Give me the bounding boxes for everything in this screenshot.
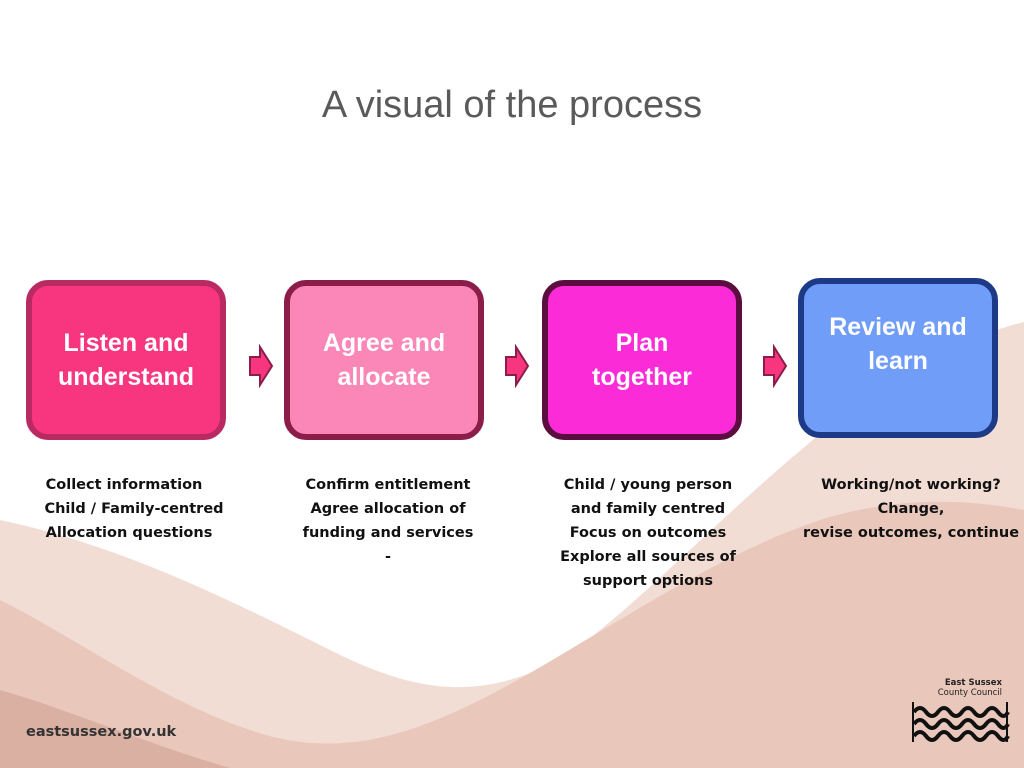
arrow-right-icon xyxy=(505,344,530,388)
step-label: Review and learn xyxy=(829,313,967,375)
detail-line: support options xyxy=(583,573,713,589)
detail-line: Child / young person xyxy=(563,477,733,493)
arrow-right-icon xyxy=(249,344,274,388)
step-agree-and-allocate: Agree and allocate xyxy=(284,280,484,440)
detail-line: Explore all sources of xyxy=(560,549,736,565)
step-label: Agree and allocate xyxy=(322,329,446,391)
logo-line-2: County Council xyxy=(937,688,1002,698)
step-details-agree: Confirm entitlement Agree allocation of … xyxy=(288,473,488,569)
detail-line: - xyxy=(384,549,392,565)
detail-line: Agree allocation of xyxy=(310,501,466,517)
step-listen-and-understand: Listen and understand xyxy=(26,280,226,440)
detail-line: Focus on outcomes xyxy=(569,525,727,541)
arrow-right-icon xyxy=(763,344,788,388)
step-label: Plan together xyxy=(592,329,692,391)
detail-line: Allocation questions xyxy=(45,525,213,541)
council-logo-text: East Sussex County Council xyxy=(912,678,1002,698)
detail-line: funding and services xyxy=(302,525,474,541)
detail-line: revise outcomes, continue xyxy=(802,525,1020,541)
footer-website: eastsussex.gov.uk xyxy=(26,724,177,740)
waves-logo-icon xyxy=(912,702,1010,742)
step-label: Listen and understand xyxy=(57,329,195,391)
detail-line: Working/not working? xyxy=(821,477,1001,493)
logo-line-1: East Sussex xyxy=(944,678,1002,688)
detail-line: Child / Family-centred xyxy=(44,501,224,517)
detail-line: Confirm entitlement xyxy=(305,477,471,493)
detail-line: and family centred xyxy=(570,501,726,517)
step-details-plan: Child / young person and family centred … xyxy=(548,473,748,593)
step-details-review: Working/not working? Change, revise outc… xyxy=(800,473,1022,545)
step-details-listen: Collect information Child / Family-centr… xyxy=(34,473,234,545)
detail-line: Change, xyxy=(877,501,945,517)
page-title: A visual of the process xyxy=(321,84,703,126)
step-review-and-learn: Review and learn xyxy=(798,278,998,438)
detail-line: Collect information xyxy=(45,477,203,493)
step-plan-together: Plan together xyxy=(542,280,742,440)
